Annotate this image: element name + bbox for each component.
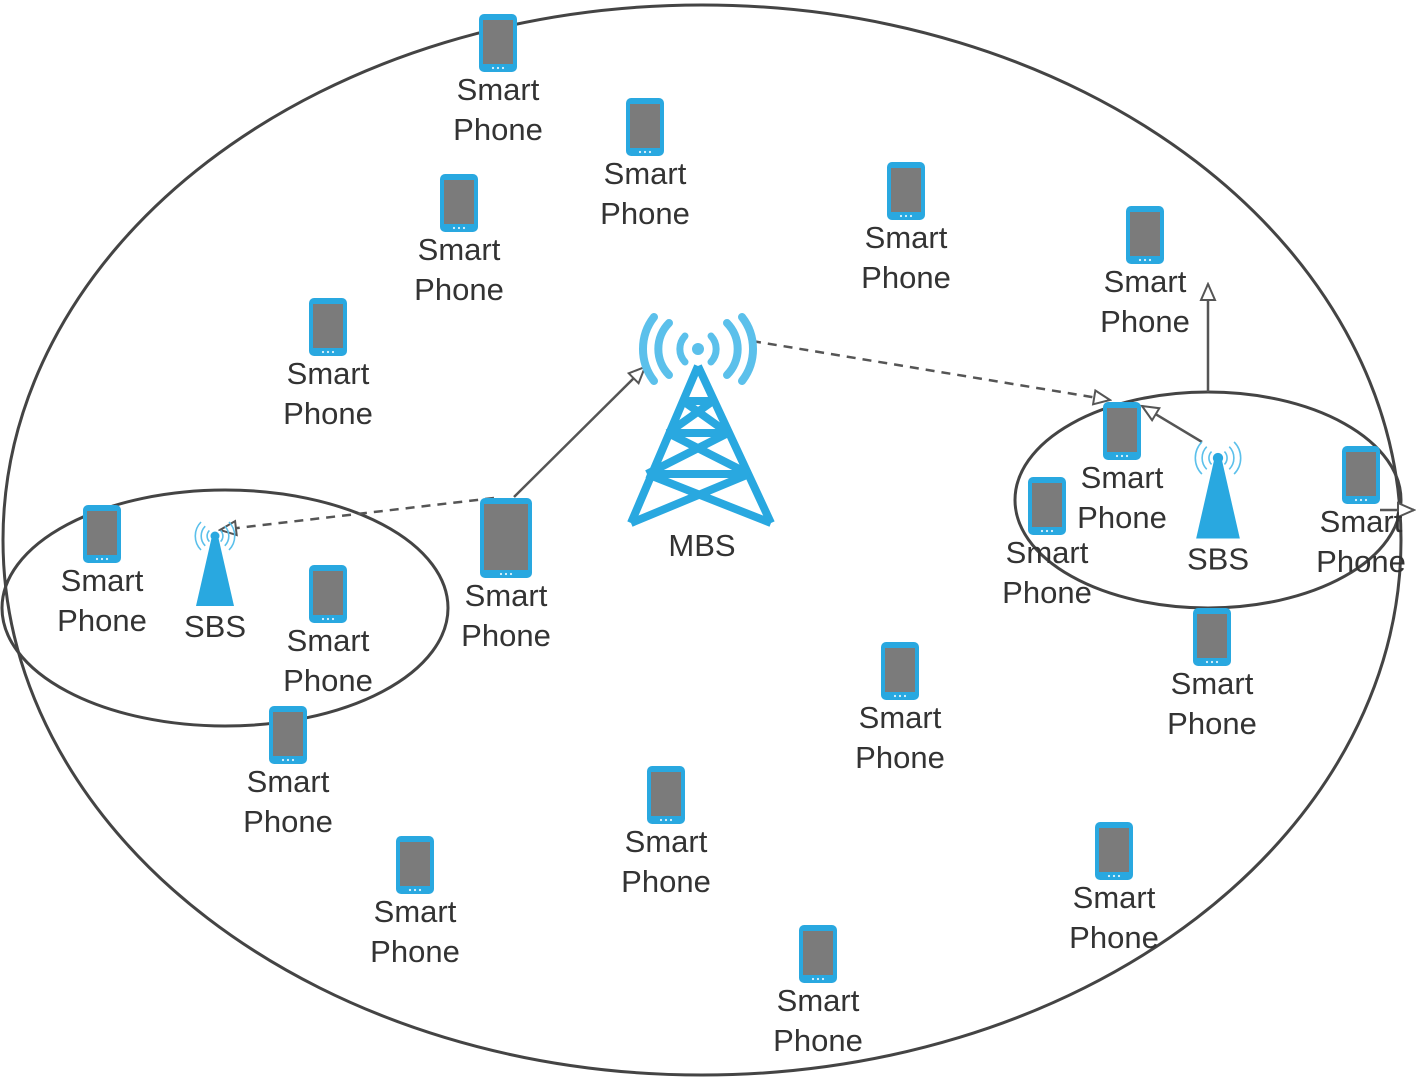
phone-label-line1: Smart	[465, 578, 548, 613]
sbs-label: SBS	[184, 609, 246, 644]
sbs-label: SBS	[1187, 542, 1249, 577]
phone-label-line2: Phone	[855, 740, 945, 775]
small-base-station: SBS	[1187, 441, 1249, 577]
smartphone-icon	[799, 925, 837, 983]
smartphone-icon	[1028, 477, 1066, 535]
phone-label-line2: Phone	[773, 1023, 863, 1058]
smartphone-icon	[881, 642, 919, 700]
cell-tower-icon	[627, 313, 775, 527]
smartphone-icon	[309, 298, 347, 356]
macro-cell-boundary	[1, 3, 1403, 1077]
smart-phones: SmartPhoneSmartPhoneSmartPhoneSmartPhone…	[57, 14, 1406, 1058]
phone-label-line1: Smart	[777, 983, 860, 1018]
smartphone-icon	[647, 766, 685, 824]
link-phone-to-mbs	[513, 367, 645, 498]
smartphone-icon	[1126, 206, 1164, 264]
small-cell-boundary-left	[0, 488, 450, 728]
small-base-station: SBS	[184, 521, 246, 644]
small-antenna-icon	[1194, 441, 1242, 539]
phone-label-line2: Phone	[243, 804, 333, 839]
phone-label-line1: Smart	[1006, 535, 1089, 570]
mbs-label: MBS	[668, 528, 735, 563]
phone-label-line2: Phone	[370, 934, 460, 969]
phone-label-line1: Smart	[625, 824, 708, 859]
phone-label-line2: Phone	[1316, 544, 1406, 579]
small-base-stations: SBS SBS	[184, 441, 1249, 644]
phone-label-line1: Smart	[859, 700, 942, 735]
phone-label-line1: Smart	[1104, 264, 1187, 299]
phone-label-line1: Smart	[1171, 666, 1254, 701]
phone-label-line2: Phone	[861, 260, 951, 295]
smartphone-icon	[440, 174, 478, 232]
link-mbs-to-phone-dashed	[751, 339, 1110, 400]
smartphone-icon	[1103, 402, 1141, 460]
smartphone-icon	[626, 98, 664, 156]
phone-label-line2: Phone	[1069, 920, 1159, 955]
link-phone-to-sbs-dashed	[220, 496, 495, 530]
phone-label-line2: Phone	[1002, 575, 1092, 610]
smartphone-icon	[83, 505, 121, 563]
phone-label-line2: Phone	[414, 272, 504, 307]
smartphone-icon	[480, 498, 532, 578]
smartphone-icon	[1342, 446, 1380, 504]
phone-label-line1: Smart	[418, 232, 501, 267]
smartphone-icon	[1193, 608, 1231, 666]
phone-label-line2: Phone	[600, 196, 690, 231]
phone-label-line1: Smart	[287, 356, 370, 391]
phone-label-line2: Phone	[621, 864, 711, 899]
phone-label-line1: Smart	[1320, 504, 1403, 539]
small-antenna-icon	[194, 521, 236, 606]
smartphone-icon	[309, 565, 347, 623]
phone-label-line2: Phone	[57, 603, 147, 638]
phone-label-line1: Smart	[374, 894, 457, 929]
phone-label-line1: Smart	[457, 72, 540, 107]
phone-label-line1: Smart	[865, 220, 948, 255]
connection-links	[220, 284, 1414, 530]
phone-label-line2: Phone	[283, 396, 373, 431]
smartphone-icon	[269, 706, 307, 764]
phone-label-line2: Phone	[1100, 304, 1190, 339]
phone-label-line1: Smart	[1081, 460, 1164, 495]
link-sbs-to-phone	[1142, 406, 1203, 444]
smartphone-icon	[479, 14, 517, 72]
phone-label-line2: Phone	[461, 618, 551, 653]
smartphone-icon	[396, 836, 434, 894]
phone-label-line2: Phone	[1167, 706, 1257, 741]
phone-label-line2: Phone	[1077, 500, 1167, 535]
phone-label-line1: Smart	[247, 764, 330, 799]
smartphone-icon	[1095, 822, 1133, 880]
phone-label-line2: Phone	[283, 663, 373, 698]
phone-label-line1: Smart	[1073, 880, 1156, 915]
phone-label-line1: Smart	[61, 563, 144, 598]
phone-label-line1: Smart	[604, 156, 687, 191]
macro-base-station: MBS	[627, 313, 775, 563]
smartphone-icon	[887, 162, 925, 220]
phone-label-line1: Smart	[287, 623, 370, 658]
phone-label-line2: Phone	[453, 112, 543, 147]
